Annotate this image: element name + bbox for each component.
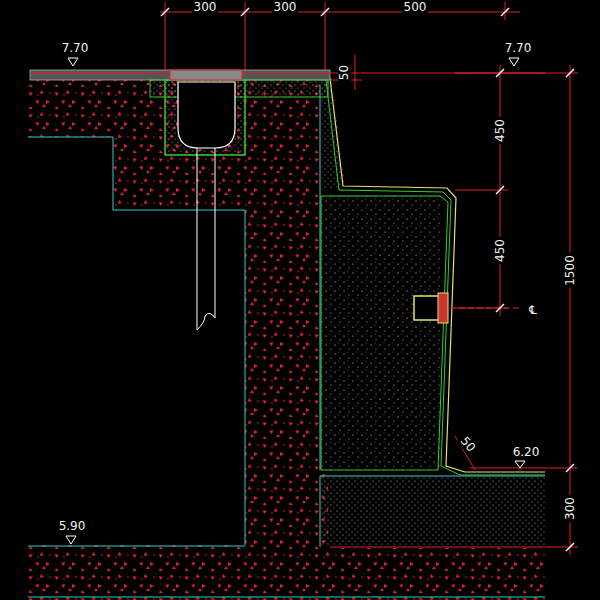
dimension-text: 6.20 bbox=[511, 446, 542, 459]
dimension-text: 500 bbox=[402, 1, 429, 14]
dimension-text: 450 bbox=[494, 117, 507, 144]
dimension-text: 300 bbox=[192, 1, 219, 14]
dimension-text: 300 bbox=[272, 1, 299, 14]
dimension-text: 50 bbox=[457, 432, 479, 455]
dimension-text: 7.70 bbox=[503, 42, 534, 55]
centerline-mark: ℄ bbox=[527, 304, 539, 317]
dimension-text: 50 bbox=[339, 62, 352, 81]
dimension-text: 300 bbox=[564, 495, 577, 522]
dimension-text: 1500 bbox=[563, 253, 576, 288]
dimension-text: 7.70 bbox=[60, 42, 91, 55]
dimension-text: 5.90 bbox=[57, 520, 88, 533]
dimension-text: 450 bbox=[494, 237, 507, 264]
